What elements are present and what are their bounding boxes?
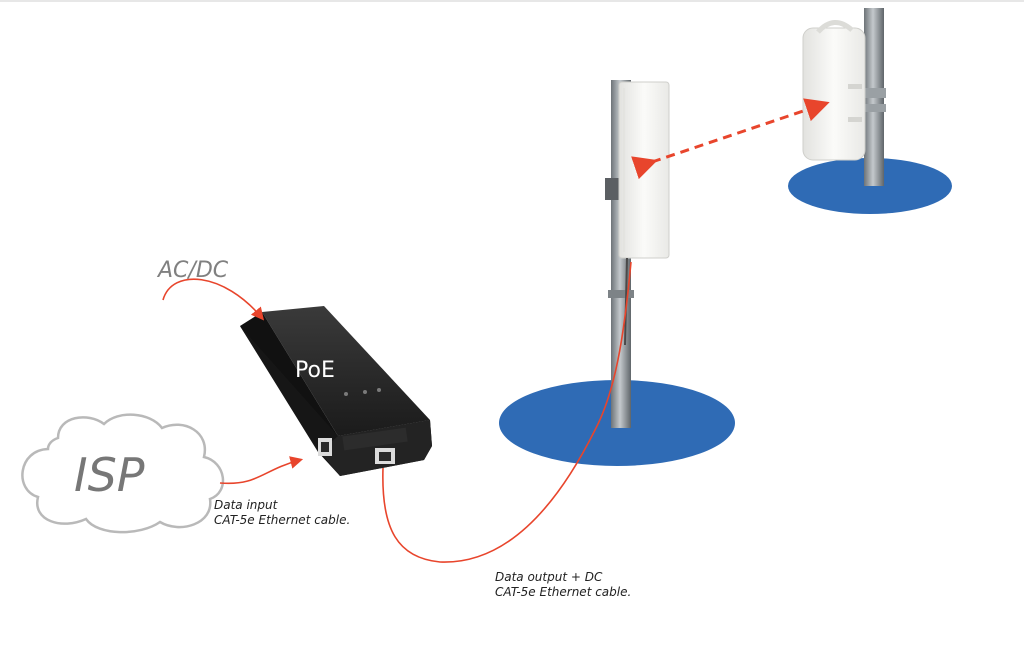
poe-injector-icon [240,306,432,476]
power-cable [162,278,265,321]
data-output-title: Data output + DC [495,570,603,584]
power-source-label: AC/DC [158,258,229,283]
cloud-icon [21,413,225,534]
wireless-link-arrow [631,98,830,180]
data-output-caption: Data output + DC CAT-5e Ethernet cable. [495,570,631,600]
rj45-port-icon [375,448,395,464]
remote-antenna-icon [802,8,886,186]
data-input-title: Data input [214,498,278,512]
data-input-cable [219,456,304,485]
poe-injector-label: PoE [295,358,335,383]
data-output-cable [382,261,632,563]
data-input-caption: Data input CAT-5e Ethernet cable. [214,498,350,528]
data-input-cable-type: CAT-5e Ethernet cable. [214,513,351,527]
rj45-port-icon [318,438,332,456]
data-output-cable-type: CAT-5e Ethernet cable. [495,585,632,599]
isp-label: ISP [74,448,145,502]
